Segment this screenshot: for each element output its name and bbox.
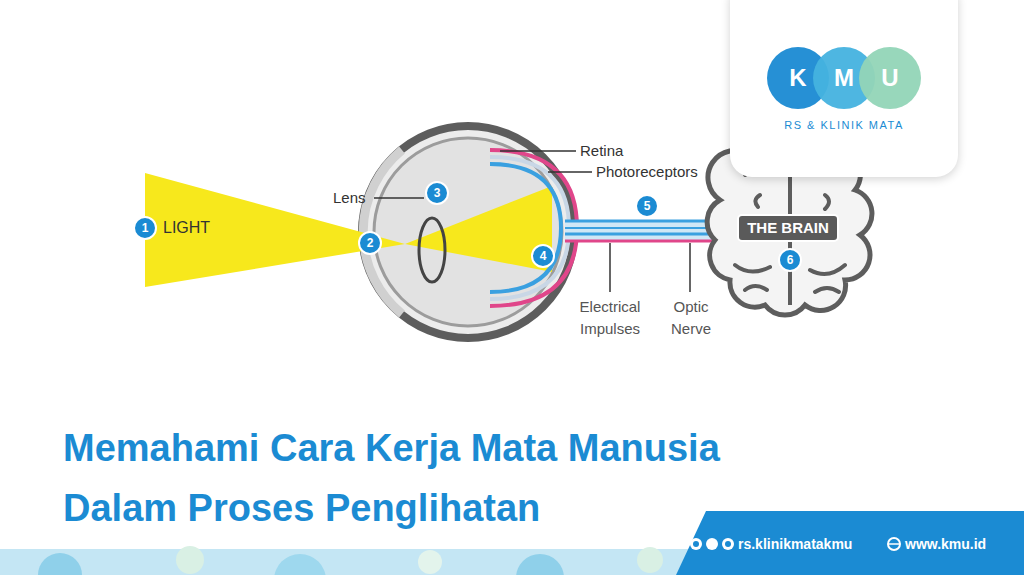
- callout-number: 5: [635, 194, 659, 218]
- light-beam: [145, 173, 552, 287]
- photoreceptors-label: Photoreceptors: [596, 163, 698, 181]
- eyeball: [362, 126, 574, 338]
- retina-label: Retina: [580, 142, 623, 160]
- brain-label-box: THE BRAIN: [737, 214, 839, 242]
- lens-label: Lens: [333, 189, 366, 207]
- retina: [490, 150, 577, 306]
- impulses-label: Electrical Impulses: [562, 296, 658, 340]
- light-label: LIGHT: [163, 219, 210, 237]
- decor-strip: [0, 546, 720, 575]
- lens: [419, 218, 445, 282]
- logo-subtitle: RS & KLINIK MATA: [784, 119, 904, 131]
- logo-card: RS & KLINIK MATA KMU: [730, 0, 958, 177]
- photoreceptors: [490, 164, 561, 292]
- callout-number: 2: [358, 231, 382, 255]
- optic-nerve: [565, 220, 725, 242]
- callout-number: 4: [531, 244, 555, 268]
- contact-bar: rs.klinikmatakmu www.kmu.id: [676, 511, 1024, 575]
- callout-number: 1: [133, 216, 157, 240]
- brain-label: THE BRAIN: [747, 219, 829, 236]
- logo-letter: K: [789, 64, 806, 92]
- callout-number: 6: [778, 248, 802, 272]
- logo-circle: U: [859, 47, 921, 109]
- title-text: Memahami Cara Kerja Mata Manusia Dalam P…: [63, 418, 813, 538]
- optic-nerve-label: Optic Nerve: [659, 296, 723, 340]
- retina-layer: [490, 157, 569, 299]
- logo-letter: M: [834, 64, 854, 92]
- callout-number: 3: [425, 181, 449, 205]
- social-handle: rs.klinikmatakmu: [738, 536, 852, 552]
- website: www.kmu.id: [905, 536, 986, 552]
- logo-letter: U: [881, 64, 898, 92]
